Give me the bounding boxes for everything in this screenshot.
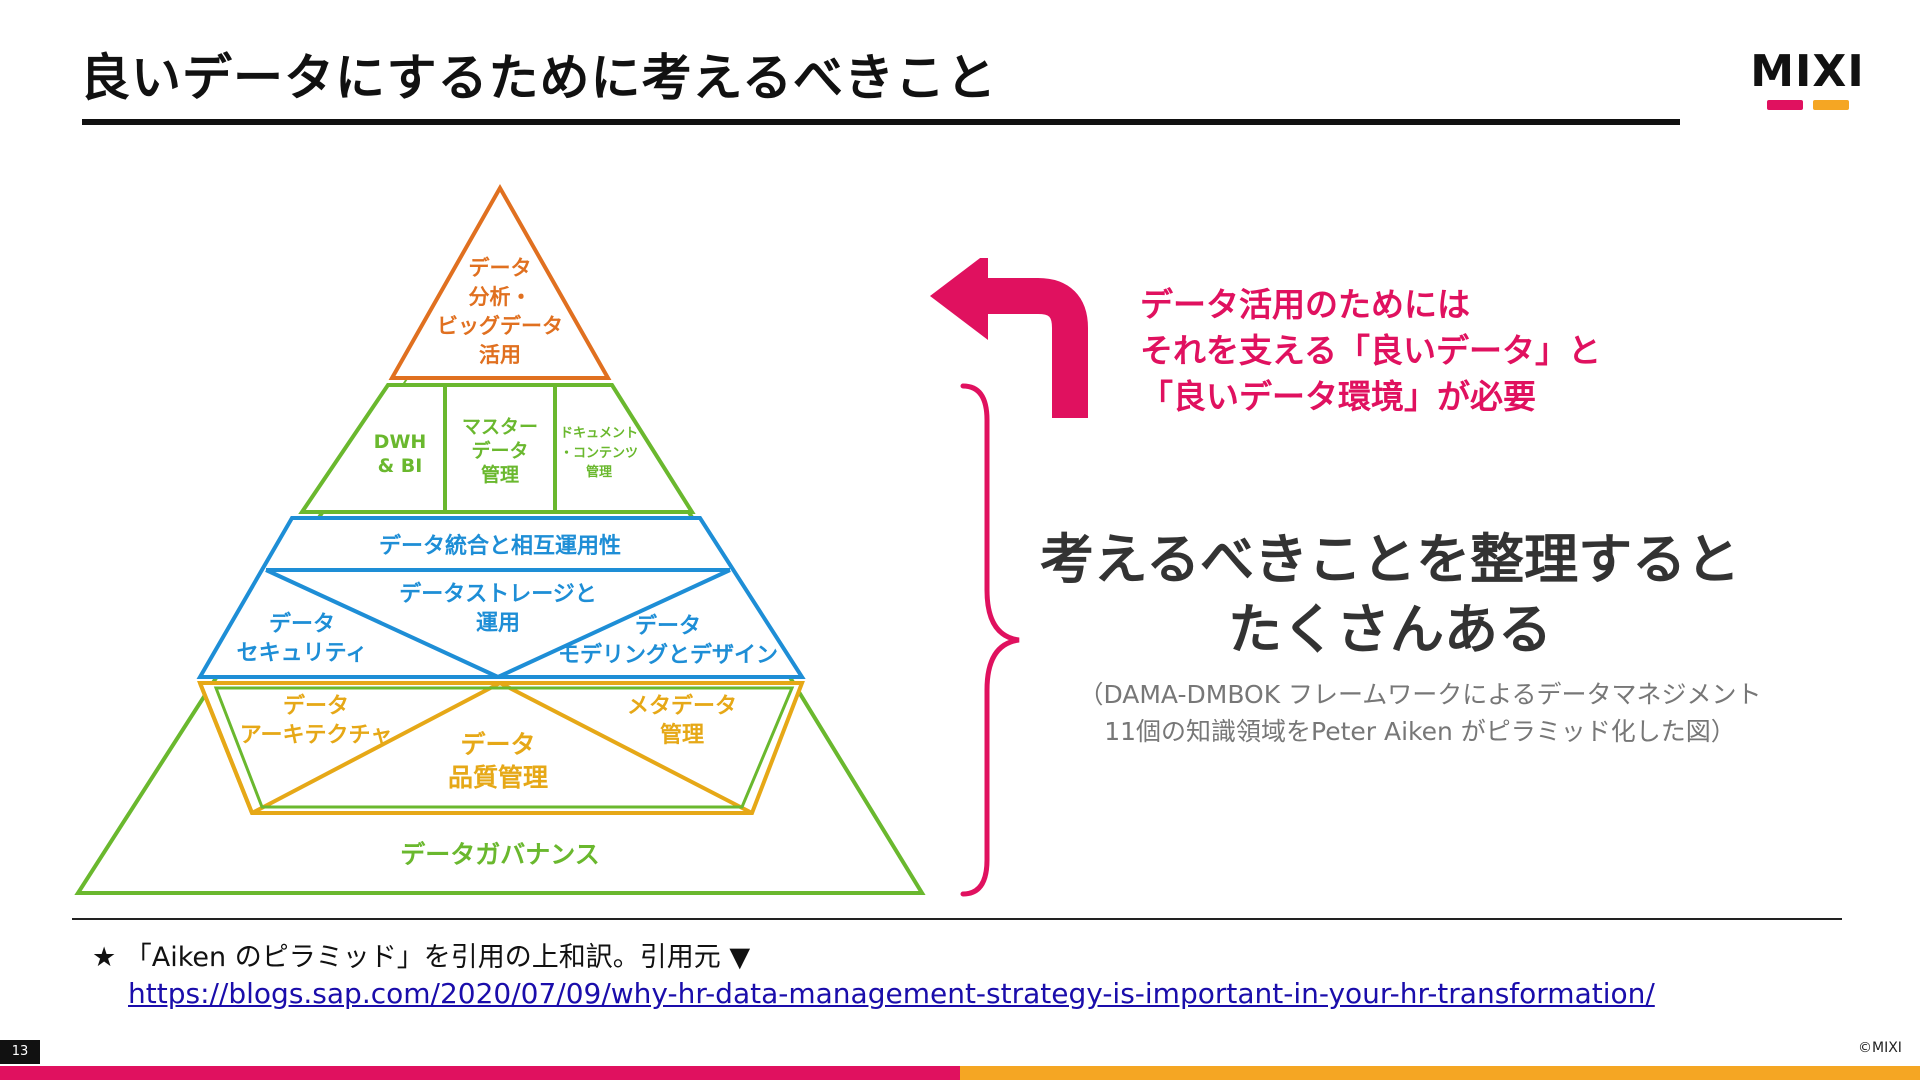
tier4-right-line-1: メタデータ <box>627 693 737 719</box>
tier2-right-line-2: ・コンテンツ <box>560 446 638 461</box>
tier3-right-line-1: データ <box>635 613 701 639</box>
pyramid-tier3 <box>196 516 806 679</box>
pyramid-top-line-1: データ <box>469 256 532 280</box>
pyramid-top-line-2: 分析・ <box>469 285 532 309</box>
source-note: （DAMA-DMBOK フレームワークによるデータマネジメント 11個の知識領域… <box>1030 676 1810 750</box>
tier4-left-line-1: データ <box>283 693 349 719</box>
tier4-center-line-1: データ <box>460 730 535 759</box>
page-number: 13 <box>0 1040 40 1064</box>
tier2-left-line-1: DWH <box>374 431 427 453</box>
tier3-center-line-1: データストレージと <box>399 581 597 607</box>
tier4-left-line-2: アーキテクチャ <box>240 723 392 748</box>
pyramid-top-line-4: 活用 <box>479 343 521 367</box>
slide-title: 良いデータにするために考えるべきこと <box>80 49 997 107</box>
logo-bar-orange <box>1812 100 1849 110</box>
curly-brace <box>960 383 1020 897</box>
citation-link[interactable]: https://blogs.sap.com/2020/07/09/why-hr-… <box>128 977 1655 1010</box>
curved-up-arrow-icon <box>930 258 1088 418</box>
logo-bar-pink <box>1766 100 1803 110</box>
main-statement-line-1: 考えるべきことを整理すると <box>1039 528 1741 591</box>
logo-text: MIXI <box>1750 46 1865 97</box>
tier3-center-line-2: 運用 <box>476 611 520 636</box>
logo-bars <box>1745 100 1870 110</box>
message-line-1: データ活用のためには <box>1140 285 1470 324</box>
tier3-right-line-2: モデリングとデザイン <box>558 642 778 668</box>
pyramid-tier2 <box>298 383 696 514</box>
citation-text: ★ 「Aiken のピラミッド」を引用の上和訳。引用元 ▼ <box>92 942 751 973</box>
pyramid-tier4 <box>200 683 802 813</box>
pyramid-top-tier <box>388 183 612 380</box>
tier4-right-line-2: 管理 <box>660 722 704 748</box>
message-text: データ活用のためには それを支える「良いデータ」と 「良いデータ環境」が必要 <box>1140 282 1601 420</box>
tier3-left-line-2: セキュリティ <box>237 641 368 666</box>
source-note-line-2: 11個の知識領域をPeter Aiken がピラミッド化した図） <box>1104 717 1736 746</box>
source-note-line-1: （DAMA-DMBOK フレームワークによるデータマネジメント <box>1078 680 1762 709</box>
copyright: ©MIXI <box>1858 1040 1902 1056</box>
tier2-right-line-3: 管理 <box>586 464 612 480</box>
tier4-center-line-2: 品質管理 <box>448 763 548 792</box>
footer-bar-pink <box>0 1066 960 1080</box>
message-line-2: それを支える「良いデータ」と <box>1140 331 1602 370</box>
tier2-middle-line-3: 管理 <box>481 463 519 486</box>
footer-bar-orange <box>960 1066 1920 1080</box>
tier2-right-line-1: ドキュメント <box>560 426 638 441</box>
message-line-3: 「良いデータ環境」が必要 <box>1140 377 1536 416</box>
bottom-divider <box>72 918 1842 920</box>
pyramid-top-line-3: ビッグデータ <box>437 314 563 338</box>
mixi-logo: MIXI <box>1745 50 1870 116</box>
tier2-middle-line-1: マスター <box>462 416 538 438</box>
tier2-left-line-2: & BI <box>378 455 423 477</box>
title-underline <box>82 119 1680 125</box>
main-statement-line-2: たくさんある <box>1228 598 1552 661</box>
aiken-pyramid-diagram: データ 分析・ ビッグデータ 活用 DWH & BI マスター データ 管理 ド… <box>74 183 926 895</box>
tier2-middle-line-2: データ <box>471 439 528 462</box>
tier3-left-line-1: データ <box>269 611 335 637</box>
tier3-band-label: データ統合と相互運用性 <box>379 533 621 559</box>
pyramid-base-label: データガバナンス <box>400 840 600 869</box>
main-statement: 考えるべきことを整理すると たくさんある <box>1030 525 1750 665</box>
